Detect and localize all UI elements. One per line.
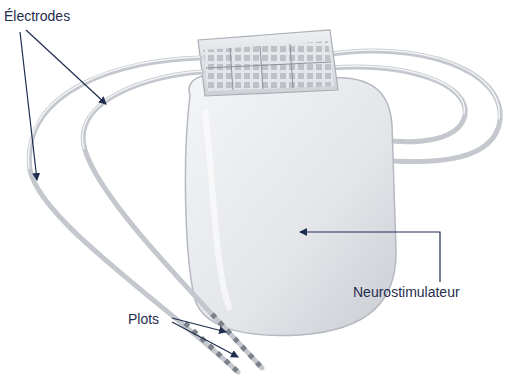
part-label: Neurostimulateur bbox=[353, 284, 460, 300]
connector-header bbox=[198, 30, 338, 96]
leader-line bbox=[20, 30, 440, 357]
electrode-contacts bbox=[185, 314, 262, 372]
lead-wire bbox=[29, 58, 262, 372]
part-label: Électrodes bbox=[4, 8, 70, 24]
part-label: Plots bbox=[128, 311, 159, 327]
